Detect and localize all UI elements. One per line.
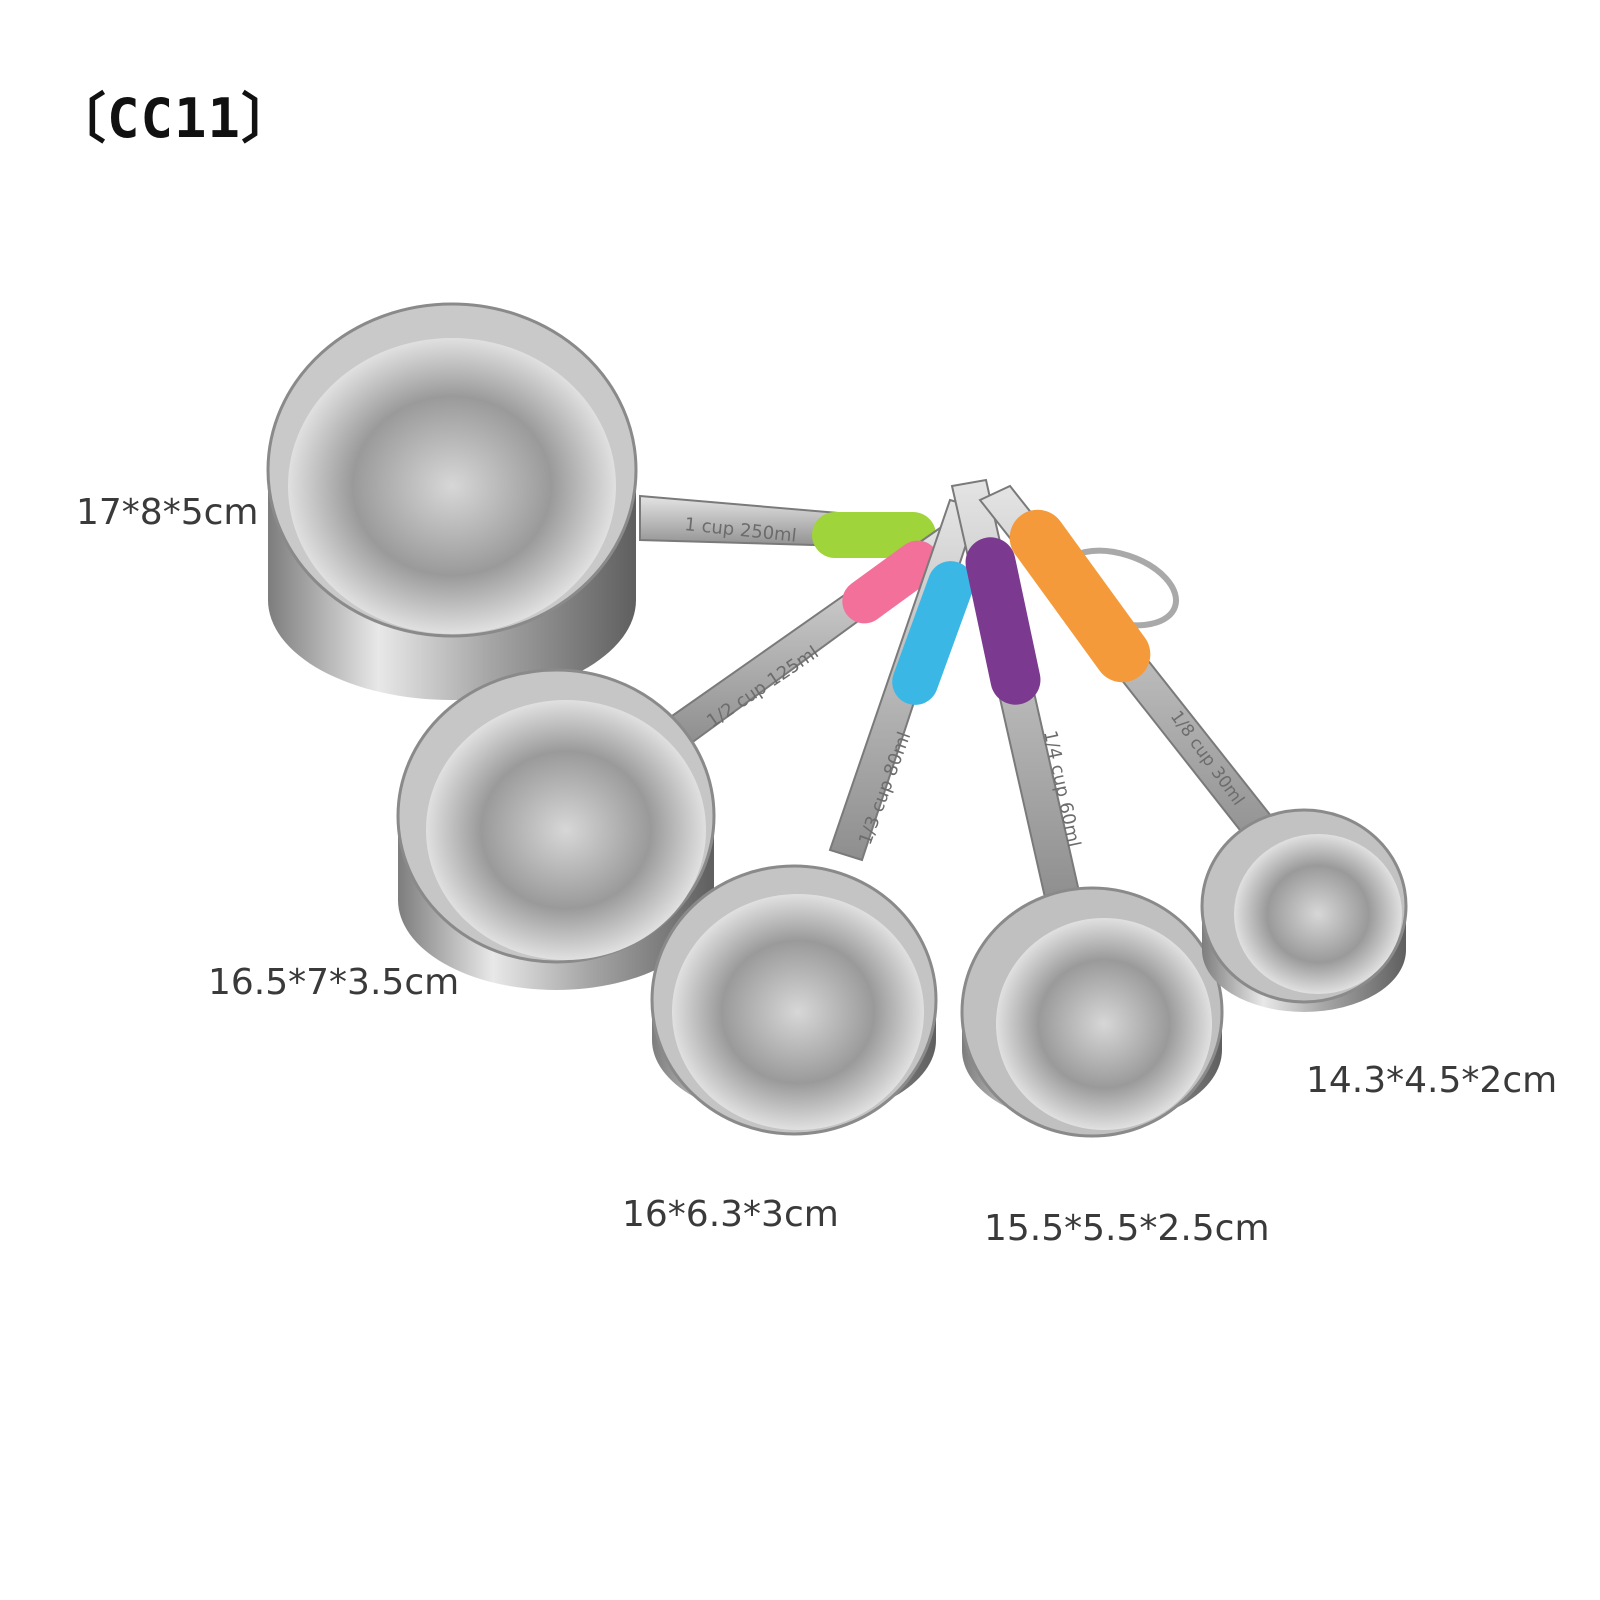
cup-2-grip — [842, 540, 940, 624]
cup-3-dimensions: 16*6.3*3cm — [622, 1194, 839, 1235]
cup-5-body — [1200, 808, 1408, 1012]
cup-5-handle-text: 1/8 cup 30ml — [1166, 707, 1248, 809]
cup-1-body — [266, 302, 638, 700]
cup-4-dimensions: 15.5*5.5*2.5cm — [984, 1208, 1270, 1249]
cup-4-grip — [965, 537, 1041, 705]
cup-5-grip — [1009, 509, 1151, 683]
cup-2-body — [396, 668, 716, 990]
cup-3-grip — [892, 561, 974, 705]
cup-3-body — [650, 864, 938, 1136]
cup-5-dimensions: 14.3*4.5*2cm — [1306, 1060, 1558, 1101]
cup-4-body — [960, 886, 1224, 1138]
cup-1-handle: 1 cup 250ml — [639, 494, 936, 558]
product-code-label: 〔CC11〕 — [52, 87, 297, 150]
cup-1-dimensions: 17*8*5cm — [76, 492, 259, 533]
cup-2-dimensions: 16.5*7*3.5cm — [208, 962, 460, 1003]
